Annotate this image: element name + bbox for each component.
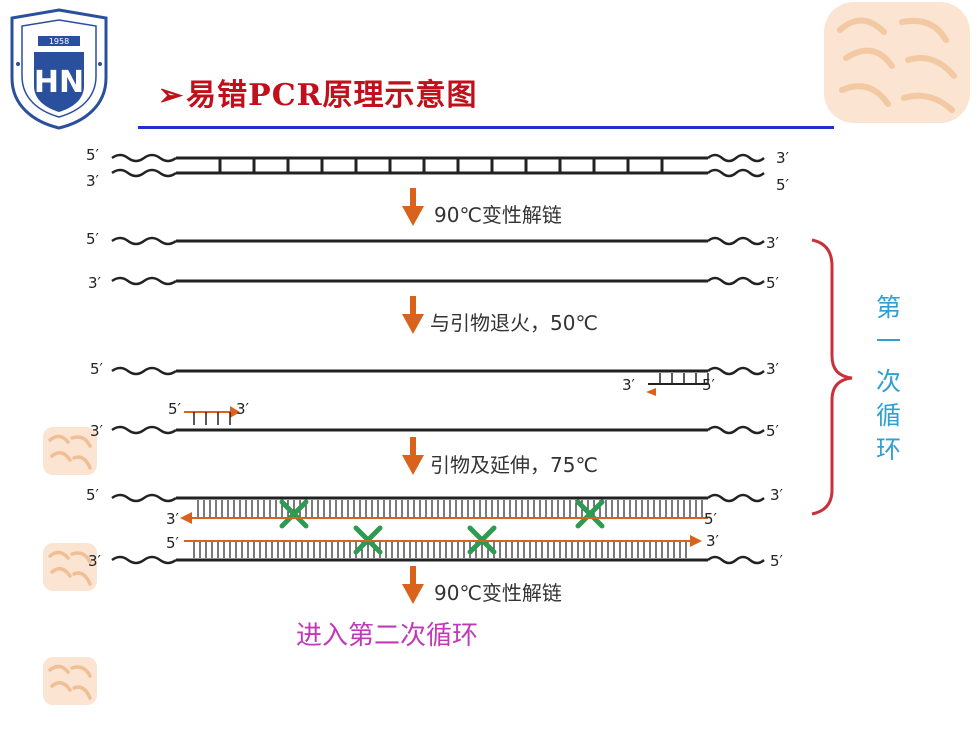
- primer: [184, 406, 240, 425]
- dna-overhang: [111, 236, 177, 246]
- next-cycle-label: 进入第二次循环: [296, 621, 478, 651]
- dna-overhang: [707, 168, 765, 178]
- mutation-x-icon: [575, 499, 605, 529]
- stamp-decoration: [43, 427, 97, 475]
- dna-overhang: [111, 366, 177, 376]
- cycle-label-char: 环: [876, 435, 901, 464]
- end-label: 5′: [166, 534, 180, 552]
- end-label: 5′: [86, 230, 100, 248]
- end-label: 5′: [766, 422, 780, 440]
- end-label: 3′: [236, 400, 250, 418]
- end-label: 3′: [88, 552, 102, 570]
- dna-overhang: [111, 425, 177, 435]
- end-label: 3′: [622, 376, 636, 394]
- extension-arrow: [184, 535, 702, 547]
- slide-title: ➢易错PCR原理示意图: [158, 70, 478, 114]
- dna-overhang: [111, 168, 177, 178]
- end-label: 3′: [770, 486, 784, 504]
- new-strand-hatches: [193, 500, 703, 558]
- dna-overhang: [707, 153, 765, 163]
- down-arrow-icon: [402, 437, 424, 475]
- mutation-x-icon: [279, 499, 309, 529]
- end-label: 3′: [88, 274, 102, 292]
- cycle-label-char: 一: [876, 327, 901, 356]
- end-label: 5′: [168, 400, 182, 418]
- end-label: 5′: [86, 146, 100, 164]
- logo-letters: HN: [34, 65, 84, 100]
- step-label: 90℃变性解链: [434, 581, 562, 605]
- dna-overhang: [707, 276, 765, 286]
- end-label: 3′: [776, 149, 790, 167]
- end-label: 5′: [770, 552, 784, 570]
- step-label: 与引物退火，50℃: [430, 311, 598, 335]
- primer: [646, 373, 709, 396]
- dna-overhang: [707, 555, 765, 565]
- end-label: 3′: [766, 360, 780, 378]
- end-label: 3′: [86, 172, 100, 190]
- dna-overhang: [111, 153, 177, 163]
- step-label: 引物及延伸，75℃: [430, 453, 598, 477]
- end-label: 3′: [766, 234, 780, 252]
- title-marker: ➢: [158, 78, 185, 113]
- end-label: 5′: [776, 176, 790, 194]
- dna-overhang: [111, 276, 177, 286]
- end-label: 5′: [766, 274, 780, 292]
- dna-overhang: [707, 425, 765, 435]
- step-label: 90℃变性解链: [434, 203, 562, 227]
- cycle-label-char: 第: [876, 293, 901, 322]
- base-pair-rungs: [218, 158, 664, 173]
- dna-overhang: [111, 555, 177, 565]
- end-labels: 5′ 3′ 3′ 5′ 5′ 3′ 3′ 5′ 5′ 3′ 3′ 5′ 5′ 3′ 3′ 5′ 5′ 3′ 3′ 5′…: [86, 146, 790, 570]
- down-arrow-icon: [402, 566, 424, 604]
- extension-arrow: [180, 512, 708, 524]
- end-label: 5′: [702, 376, 716, 394]
- stamp-decoration: [824, 2, 970, 123]
- cycle-brace: [811, 238, 853, 516]
- dna-overhang: [707, 366, 765, 376]
- stamp-decoration: [43, 657, 97, 705]
- stamp-decoration: [43, 543, 97, 591]
- cycle-label-char: 循: [876, 401, 901, 430]
- end-label: 3′: [90, 422, 104, 440]
- down-arrow-icon: [402, 296, 424, 334]
- end-label: 3′: [166, 510, 180, 528]
- down-arrow-icon: [402, 188, 424, 226]
- end-label: 5′: [90, 360, 104, 378]
- cycle-label-char: 次: [876, 367, 901, 396]
- logo-year: 1958: [49, 37, 69, 46]
- slide-title-text: 易错PCR原理示意图: [186, 78, 478, 113]
- title-underline: [138, 126, 834, 129]
- end-label: 3′: [706, 532, 720, 550]
- dna-overhang: [707, 236, 765, 246]
- end-label: 5′: [86, 486, 100, 504]
- dna-overhang: [707, 493, 765, 503]
- dna-overhang: [111, 493, 177, 503]
- dna-strands: [111, 153, 765, 565]
- end-label: 5′: [704, 510, 718, 528]
- university-logo: 1958 HN: [10, 8, 108, 130]
